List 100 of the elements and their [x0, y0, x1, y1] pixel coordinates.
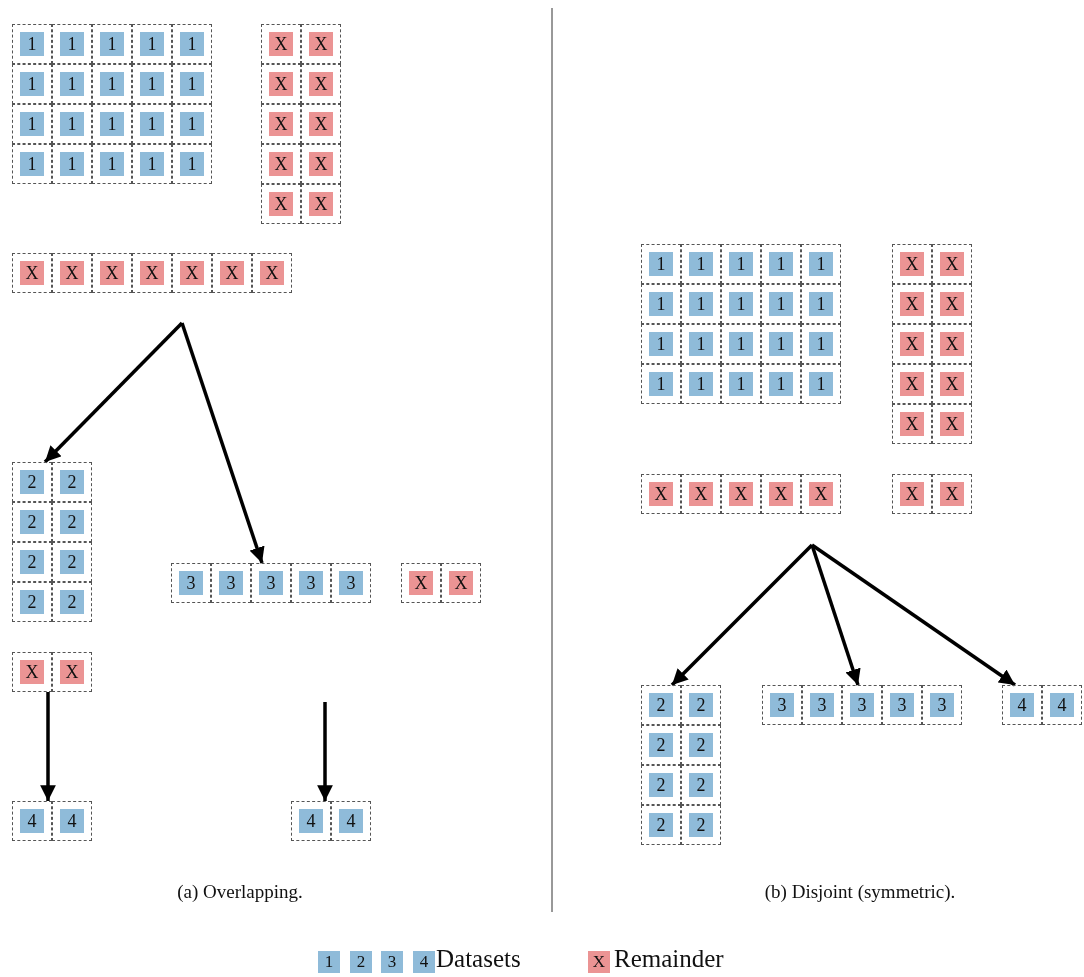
- cell-label: 2: [649, 693, 673, 717]
- dashed-cell: [801, 324, 841, 364]
- cell-label: 1: [180, 72, 204, 96]
- cell-label: X: [940, 292, 964, 316]
- cell-label: X: [60, 660, 84, 684]
- dashed-cell: [92, 24, 132, 64]
- cell-label: X: [900, 252, 924, 276]
- cell-label: 2: [649, 773, 673, 797]
- dashed-cell: [1042, 685, 1082, 725]
- cell-label: X: [900, 332, 924, 356]
- dashed-cell: [261, 24, 301, 64]
- dashed-cell: [12, 144, 52, 184]
- dashed-cell: [92, 144, 132, 184]
- dashed-cell: [12, 582, 52, 622]
- dashed-cell: [641, 324, 681, 364]
- dashed-cell: [12, 502, 52, 542]
- dashed-cell: [12, 253, 52, 293]
- dashed-cell: [52, 582, 92, 622]
- dashed-cell: [801, 474, 841, 514]
- cell-label: X: [309, 32, 333, 56]
- cell-label: X: [309, 192, 333, 216]
- dashed-cell: [681, 765, 721, 805]
- cell-label: 3: [930, 693, 954, 717]
- dashed-cell: [892, 364, 932, 404]
- cell-label: 2: [689, 733, 713, 757]
- dashed-cell: [12, 64, 52, 104]
- cell-label: 4: [60, 809, 84, 833]
- cell-label: 3: [850, 693, 874, 717]
- cell-label: 1: [729, 292, 753, 316]
- dashed-cell: [932, 244, 972, 284]
- cell-label: X: [940, 412, 964, 436]
- dashed-cell: [92, 253, 132, 293]
- cell-label: 1: [140, 72, 164, 96]
- dashed-cell: [401, 563, 441, 603]
- cell-label: 1: [60, 32, 84, 56]
- dashed-cell: [52, 542, 92, 582]
- dashed-cell: [52, 253, 92, 293]
- dashed-cell: [441, 563, 481, 603]
- dashed-cell: [12, 24, 52, 64]
- cell-label: 2: [60, 590, 84, 614]
- dashed-cell: [132, 64, 172, 104]
- dashed-cell: [172, 104, 212, 144]
- dashed-cell: [52, 64, 92, 104]
- cell-label: X: [100, 261, 124, 285]
- cell-label: X: [900, 482, 924, 506]
- cell-label: X: [20, 660, 44, 684]
- dashed-cell: [842, 685, 882, 725]
- arrow: [43, 321, 184, 464]
- dashed-cell: [681, 364, 721, 404]
- dashed-cell: [52, 144, 92, 184]
- cell-label: 1: [649, 372, 673, 396]
- dashed-cell: [212, 253, 252, 293]
- dashed-cell: [12, 652, 52, 692]
- dashed-cell: [641, 765, 681, 805]
- cell-label: 2: [20, 550, 44, 574]
- cell-label: X: [140, 261, 164, 285]
- cell-label: 2: [689, 773, 713, 797]
- dashed-cell: [251, 563, 291, 603]
- cell-label: 2: [649, 813, 673, 837]
- dashed-cell: [801, 364, 841, 404]
- dashed-cell: [892, 404, 932, 444]
- cell-label: X: [409, 571, 433, 595]
- dashed-cell: [681, 284, 721, 324]
- cell-label: 4: [20, 809, 44, 833]
- cell-label: 3: [299, 571, 323, 595]
- dashed-cell: [761, 324, 801, 364]
- cell-label: 1: [649, 252, 673, 276]
- cell-label: X: [269, 192, 293, 216]
- dashed-cell: [301, 104, 341, 144]
- cell-label: X: [309, 112, 333, 136]
- cell-label: 2: [20, 470, 44, 494]
- cell-label: 1: [100, 112, 124, 136]
- dashed-cell: [172, 144, 212, 184]
- cell-label: 3: [259, 571, 283, 595]
- cell-label: 1: [809, 332, 833, 356]
- cell-label: 1: [20, 112, 44, 136]
- dashed-cell: [932, 404, 972, 444]
- cell-label: 4: [1050, 693, 1074, 717]
- cell-label: 1: [769, 252, 793, 276]
- cell-label: 3: [179, 571, 203, 595]
- dashed-cell: [761, 284, 801, 324]
- cell-label: X: [900, 292, 924, 316]
- cell-label: 1: [769, 332, 793, 356]
- caption: (b) Disjoint (symmetric).: [764, 881, 956, 903]
- cell-label: 2: [60, 470, 84, 494]
- cell-label: X: [309, 152, 333, 176]
- cell-label: X: [260, 261, 284, 285]
- dashed-cell: [721, 244, 761, 284]
- cell-label: 3: [219, 571, 243, 595]
- cell-label: X: [220, 261, 244, 285]
- cell-label: 1: [729, 252, 753, 276]
- cell-label: X: [309, 72, 333, 96]
- dashed-cell: [261, 64, 301, 104]
- cell-label: X: [940, 332, 964, 356]
- cell-label: X: [809, 482, 833, 506]
- dashed-cell: [721, 324, 761, 364]
- cell-label: 1: [100, 32, 124, 56]
- legend-swatch: 4: [413, 951, 435, 973]
- cell-label: 1: [140, 112, 164, 136]
- dashed-cell: [171, 563, 211, 603]
